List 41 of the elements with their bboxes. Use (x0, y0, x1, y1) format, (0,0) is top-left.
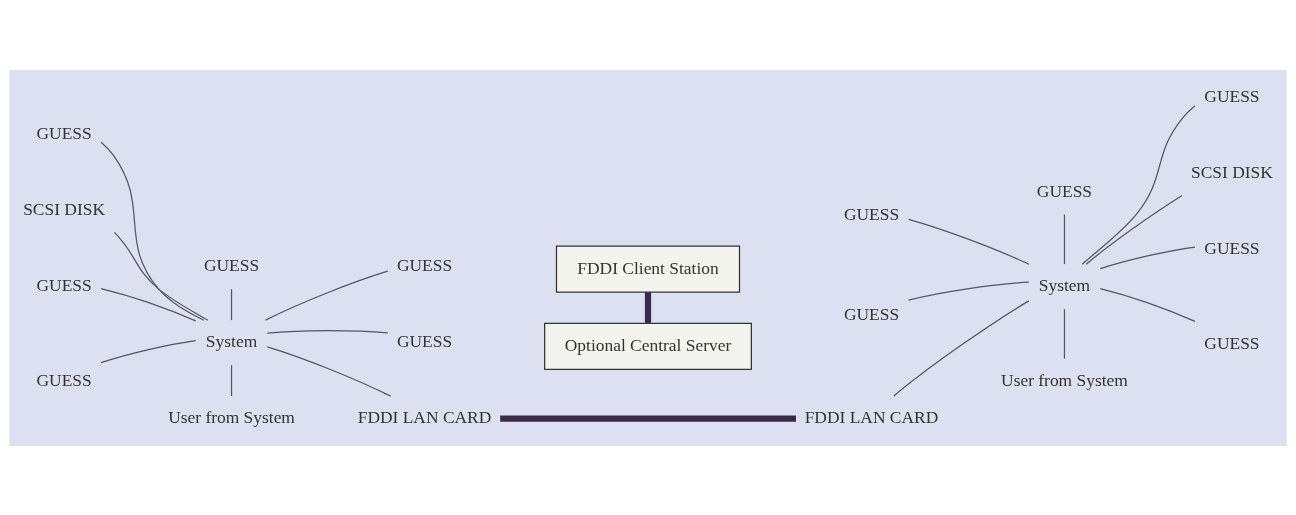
connector (893, 299, 1030, 397)
node-text: GUESS (396, 254, 453, 275)
node-text: GUESS (1036, 180, 1093, 201)
connector (230, 288, 233, 321)
node-text: GUESS (36, 274, 92, 295)
connector (1063, 213, 1066, 265)
node-text: GUESS (843, 203, 900, 224)
node-text: GUESS (1204, 332, 1260, 353)
connector (264, 270, 389, 321)
connector (1081, 104, 1196, 265)
connector (100, 339, 197, 363)
node-text: GUESS (1204, 85, 1260, 106)
node-box: Optional Central Server (544, 322, 752, 370)
node-text: GUESS (36, 122, 92, 143)
connector (1099, 287, 1196, 322)
connector (113, 231, 209, 321)
node-box: FDDI Client Station (555, 245, 741, 293)
connector (1085, 194, 1183, 265)
connector (230, 364, 233, 397)
connector (1063, 308, 1066, 359)
node-text: GUESS (36, 369, 92, 390)
connector (100, 141, 205, 321)
node-text: SCSI DISK (23, 198, 105, 219)
connector (100, 287, 197, 321)
node-text: System (1038, 274, 1091, 295)
connector (907, 281, 1030, 301)
node-text: FDDI LAN CARD (804, 406, 939, 427)
node-text: GUESS (1204, 237, 1260, 258)
node-text: System (205, 330, 258, 351)
node-text: GUESS (843, 303, 900, 324)
node-text: User from System (1001, 369, 1128, 390)
node-text: GUESS (203, 254, 260, 275)
connector (644, 291, 652, 323)
connector (907, 218, 1030, 265)
node-text: GUESS (396, 330, 453, 351)
connector (266, 329, 389, 334)
connector (266, 345, 392, 397)
node-text: User from System (168, 406, 295, 427)
connector (1099, 246, 1196, 269)
node-text: SCSI DISK (1191, 161, 1273, 182)
node-text: FDDI LAN CARD (357, 406, 492, 427)
